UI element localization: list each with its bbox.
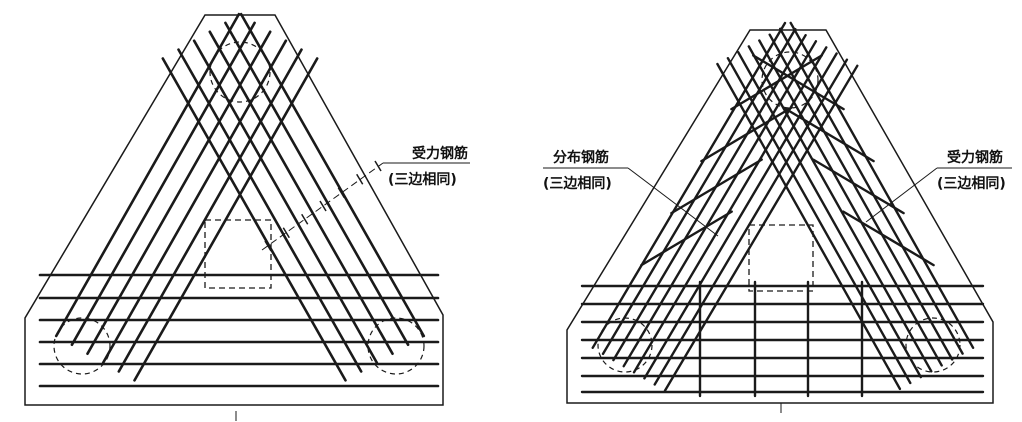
left-leader-tick — [264, 240, 272, 252]
left-pile-bottom-right — [367, 317, 425, 375]
right-leader-line-right — [865, 167, 938, 223]
left-leader-line — [261, 162, 384, 251]
right-distribution-bar — [782, 106, 875, 163]
left-main-bar — [208, 30, 394, 356]
right-main-bar — [653, 58, 849, 386]
right-distribution-bar — [700, 106, 793, 163]
right-pile-bottom-left — [597, 317, 653, 373]
right-main-bar — [663, 64, 859, 392]
right-pile-top — [761, 51, 819, 109]
right-label-left-main: 分布钢筋 — [553, 149, 609, 166]
right-rebar-group — [580, 21, 985, 394]
left-leader-tick — [282, 227, 290, 239]
right-pile-bottom-right — [905, 317, 961, 373]
right-distribution-bar — [640, 210, 733, 267]
right-column-outline — [748, 224, 814, 292]
right-distribution-bars — [640, 54, 935, 398]
right-distribution-bar — [842, 210, 935, 267]
left-column-outline — [204, 219, 272, 289]
right-main-bar — [601, 27, 797, 356]
left-rebar-group — [38, 12, 440, 388]
right-distribution-bar — [752, 54, 845, 111]
left-main-bar — [239, 12, 426, 338]
right-leader-line-left — [627, 167, 719, 237]
right-main-bar — [789, 21, 975, 349]
right-main-bar — [716, 62, 902, 391]
left-main-bar — [70, 21, 256, 347]
left-leader-tick — [301, 213, 309, 225]
left-pile-cap-figure: 受力钢筋 (三边相同) — [24, 12, 470, 421]
right-pile-cap-outline — [566, 29, 994, 404]
right-main-bar — [726, 57, 912, 385]
left-main-bar — [192, 39, 379, 364]
right-main-bar — [612, 34, 807, 362]
right-label-right-main: 受力钢筋 — [947, 149, 1003, 166]
left-main-bar — [101, 39, 288, 364]
right-label-right-sub: (三边相同) — [937, 175, 1006, 192]
right-main-bar — [779, 27, 964, 355]
right-distribution-bar — [730, 54, 823, 111]
left-main-bar — [224, 21, 410, 347]
right-main-bar — [747, 45, 933, 373]
left-main-bar — [177, 48, 363, 373]
left-main-bar — [161, 57, 347, 382]
left-label-main: 受力钢筋 — [412, 145, 468, 162]
left-main-bar — [117, 48, 303, 373]
right-distribution-bar — [812, 158, 905, 215]
left-leader-ticks — [264, 160, 382, 252]
right-pile-cap-figure: 分布钢筋 (三边相同) 受力钢筋 (三边相同) — [543, 21, 1012, 413]
left-leader-tick — [374, 160, 382, 172]
left-main-bar — [86, 30, 272, 356]
right-main-bar — [643, 52, 838, 380]
left-leader-tick — [356, 173, 364, 185]
right-label-left-sub: (三边相同) — [543, 175, 612, 192]
right-main-bar — [768, 33, 954, 361]
left-pile-top — [209, 41, 271, 103]
left-label-sub: (三边相同) — [388, 171, 457, 188]
right-main-bar — [758, 39, 943, 367]
right-distribution-bar — [670, 158, 763, 215]
left-leader-tick — [319, 200, 327, 212]
right-main-bar — [632, 46, 828, 374]
left-pile-cap-outline — [24, 14, 444, 406]
right-main-bar — [622, 40, 818, 368]
left-pile-bottom-left — [53, 317, 111, 375]
left-leader-tick — [337, 187, 345, 199]
